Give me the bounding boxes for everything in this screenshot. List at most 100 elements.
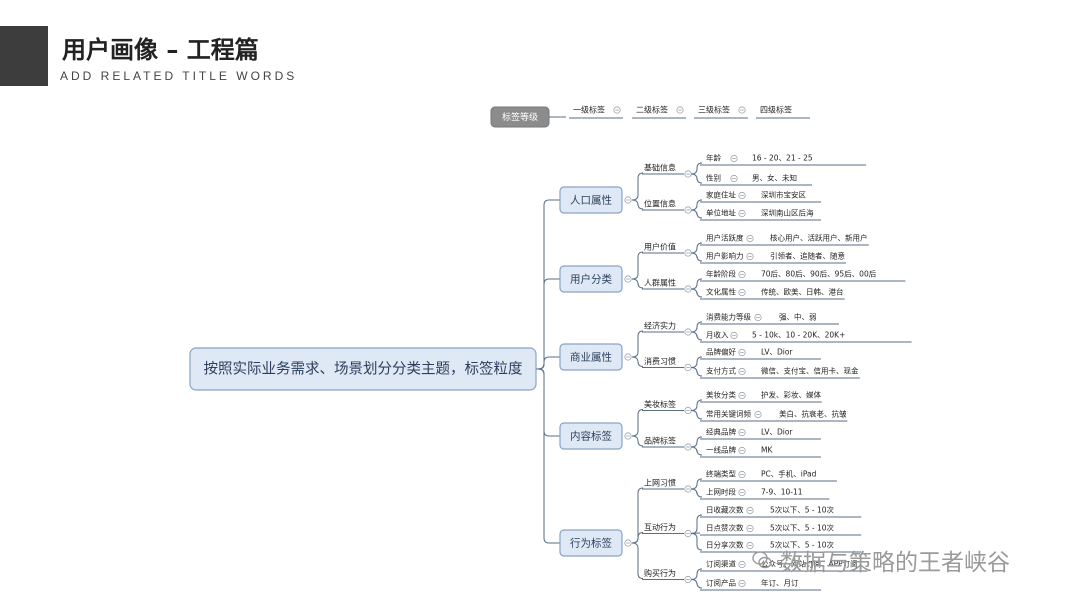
- item-value: 男、女、未知: [752, 173, 797, 183]
- root-connector-branch: [537, 356, 560, 370]
- category-node: [559, 343, 623, 371]
- item-label: 年龄阶段: [706, 269, 736, 279]
- category-label: 人口属性: [570, 194, 612, 207]
- legend-level-label: 三级标签: [698, 105, 730, 115]
- root-connector-branch: [537, 368, 560, 437]
- item-label: 日分享次数: [706, 540, 744, 550]
- item-label: 终端类型: [706, 469, 736, 479]
- category-node: [559, 186, 623, 214]
- item-label: 性别: [706, 173, 721, 183]
- category-label: 用户分类: [570, 273, 612, 286]
- title-accent-block: [0, 26, 48, 86]
- item-value: 微信、支付宝、信用卡、现金: [761, 366, 859, 376]
- group-connector-branch: [690, 367, 703, 377]
- item-value: 核心用户、活跃用户、新用户: [770, 233, 868, 243]
- group-connector-branch: [690, 478, 703, 490]
- group-connector-branch: [690, 288, 703, 298]
- item-label: 用户影响力: [706, 251, 744, 261]
- item-value: 传统、欧美、日韩、港台: [761, 287, 844, 297]
- group-connector-branch: [690, 199, 703, 211]
- page-subtitle: ADD RELATED TITLE WORDS: [60, 69, 298, 83]
- group-connector-branch: [690, 278, 703, 290]
- group-connector-branch: [690, 399, 703, 411]
- category-label: 内容标签: [570, 430, 612, 443]
- group-connector-branch: [690, 410, 703, 420]
- category-connector-branch: [631, 330, 644, 358]
- category-connector-branch: [631, 278, 644, 289]
- group-label: 美妆标签: [644, 399, 676, 409]
- group-connector-branch: [690, 579, 703, 589]
- category-label: 商业属性: [570, 351, 612, 364]
- group-connector-branch: [690, 173, 703, 184]
- legend-root-label: 标签等级: [502, 111, 538, 123]
- item-label: 常用关键词频: [706, 409, 751, 419]
- group-label: 消费习惯: [644, 356, 676, 366]
- watermark: 数据与策略的王者峡谷: [752, 543, 1010, 577]
- watermark-text: 数据与策略的王者峡谷: [780, 550, 1010, 576]
- category-connector-branch: [631, 199, 644, 210]
- group-connector-branch: [690, 488, 703, 498]
- item-value: 美白、抗衰老、抗皱: [779, 409, 847, 419]
- item-label: 支付方式: [706, 366, 736, 376]
- group-label: 购买行为: [644, 568, 676, 578]
- item-label: 经典品牌: [706, 427, 736, 437]
- item-value: 引领者、追随者、随意: [770, 251, 845, 261]
- item-value: 强、中、弱: [779, 312, 817, 322]
- item-value: 深圳市宝安区: [761, 190, 806, 200]
- root-connector-branch: [537, 199, 560, 370]
- group-label: 位置信息: [644, 199, 676, 209]
- group-label: 用户价值: [644, 242, 676, 252]
- category-node: [559, 422, 623, 450]
- category-connector-branch: [631, 409, 644, 437]
- group-connector-branch: [690, 446, 703, 456]
- item-label: 用户活跃度: [706, 233, 744, 243]
- item-value: 7-9、10-11: [761, 488, 803, 497]
- item-value: 深圳南山区后海: [761, 208, 814, 218]
- group-connector-branch: [690, 568, 703, 580]
- page-title: 用户画像 – 工程篇: [62, 36, 259, 64]
- group-connector-branch: [690, 533, 703, 551]
- item-label: 美妆分类: [706, 390, 736, 400]
- item-value: 护发、彩妆、媒体: [761, 390, 821, 400]
- item-label: 上网时段: [706, 487, 736, 497]
- item-label: 年龄: [706, 153, 721, 163]
- category-connector-branch: [631, 487, 644, 544]
- item-value: 16 - 20、21 - 25: [752, 154, 813, 163]
- group-connector-branch: [690, 242, 703, 254]
- group-connector-branch: [690, 252, 703, 262]
- item-value: 70后、80后、90后、95后、00后: [761, 269, 877, 279]
- item-value: LV、Dior: [761, 348, 793, 357]
- legend-level-label: 一级标签: [573, 105, 605, 115]
- item-label: 消费能力等级: [706, 312, 751, 322]
- group-label: 基础信息: [644, 163, 676, 173]
- item-label: 月收入: [706, 330, 729, 340]
- item-value: LV、Dior: [761, 428, 793, 437]
- legend-level-label: 二级标签: [636, 105, 668, 115]
- item-label: 家庭住址: [706, 190, 736, 200]
- item-label: 日点赞次数: [706, 523, 744, 533]
- item-value: 公众号、网站订阅、APP订阅: [761, 559, 858, 569]
- category-connector-branch: [631, 542, 644, 579]
- item-value: 5次以下、5 - 10次: [770, 540, 835, 550]
- item-value: PC、手机、iPad: [761, 469, 817, 479]
- group-connector-branch: [690, 321, 703, 333]
- category-node: [559, 529, 623, 557]
- group-label: 上网习惯: [644, 478, 676, 488]
- item-label: 日收藏次数: [706, 505, 744, 515]
- item-label: 单位地址: [706, 208, 736, 218]
- wechat-icon: [752, 551, 772, 569]
- item-label: 订阅产品: [706, 578, 736, 588]
- root-connector-branch: [537, 368, 560, 544]
- item-label: 订阅渠道: [706, 559, 736, 569]
- item-value: MK: [761, 446, 773, 455]
- group-connector-branch: [690, 162, 703, 175]
- group-label: 互动行为: [644, 522, 676, 532]
- category-label: 行为标签: [570, 537, 612, 550]
- item-value: 年订、月订: [761, 578, 799, 588]
- group-connector-branch: [690, 514, 703, 534]
- group-label: 人群属性: [644, 278, 676, 288]
- group-connector-branch: [690, 356, 703, 368]
- item-label: 一线品牌: [706, 445, 736, 455]
- category-connector-branch: [631, 435, 644, 447]
- category-connector-branch: [631, 356, 644, 367]
